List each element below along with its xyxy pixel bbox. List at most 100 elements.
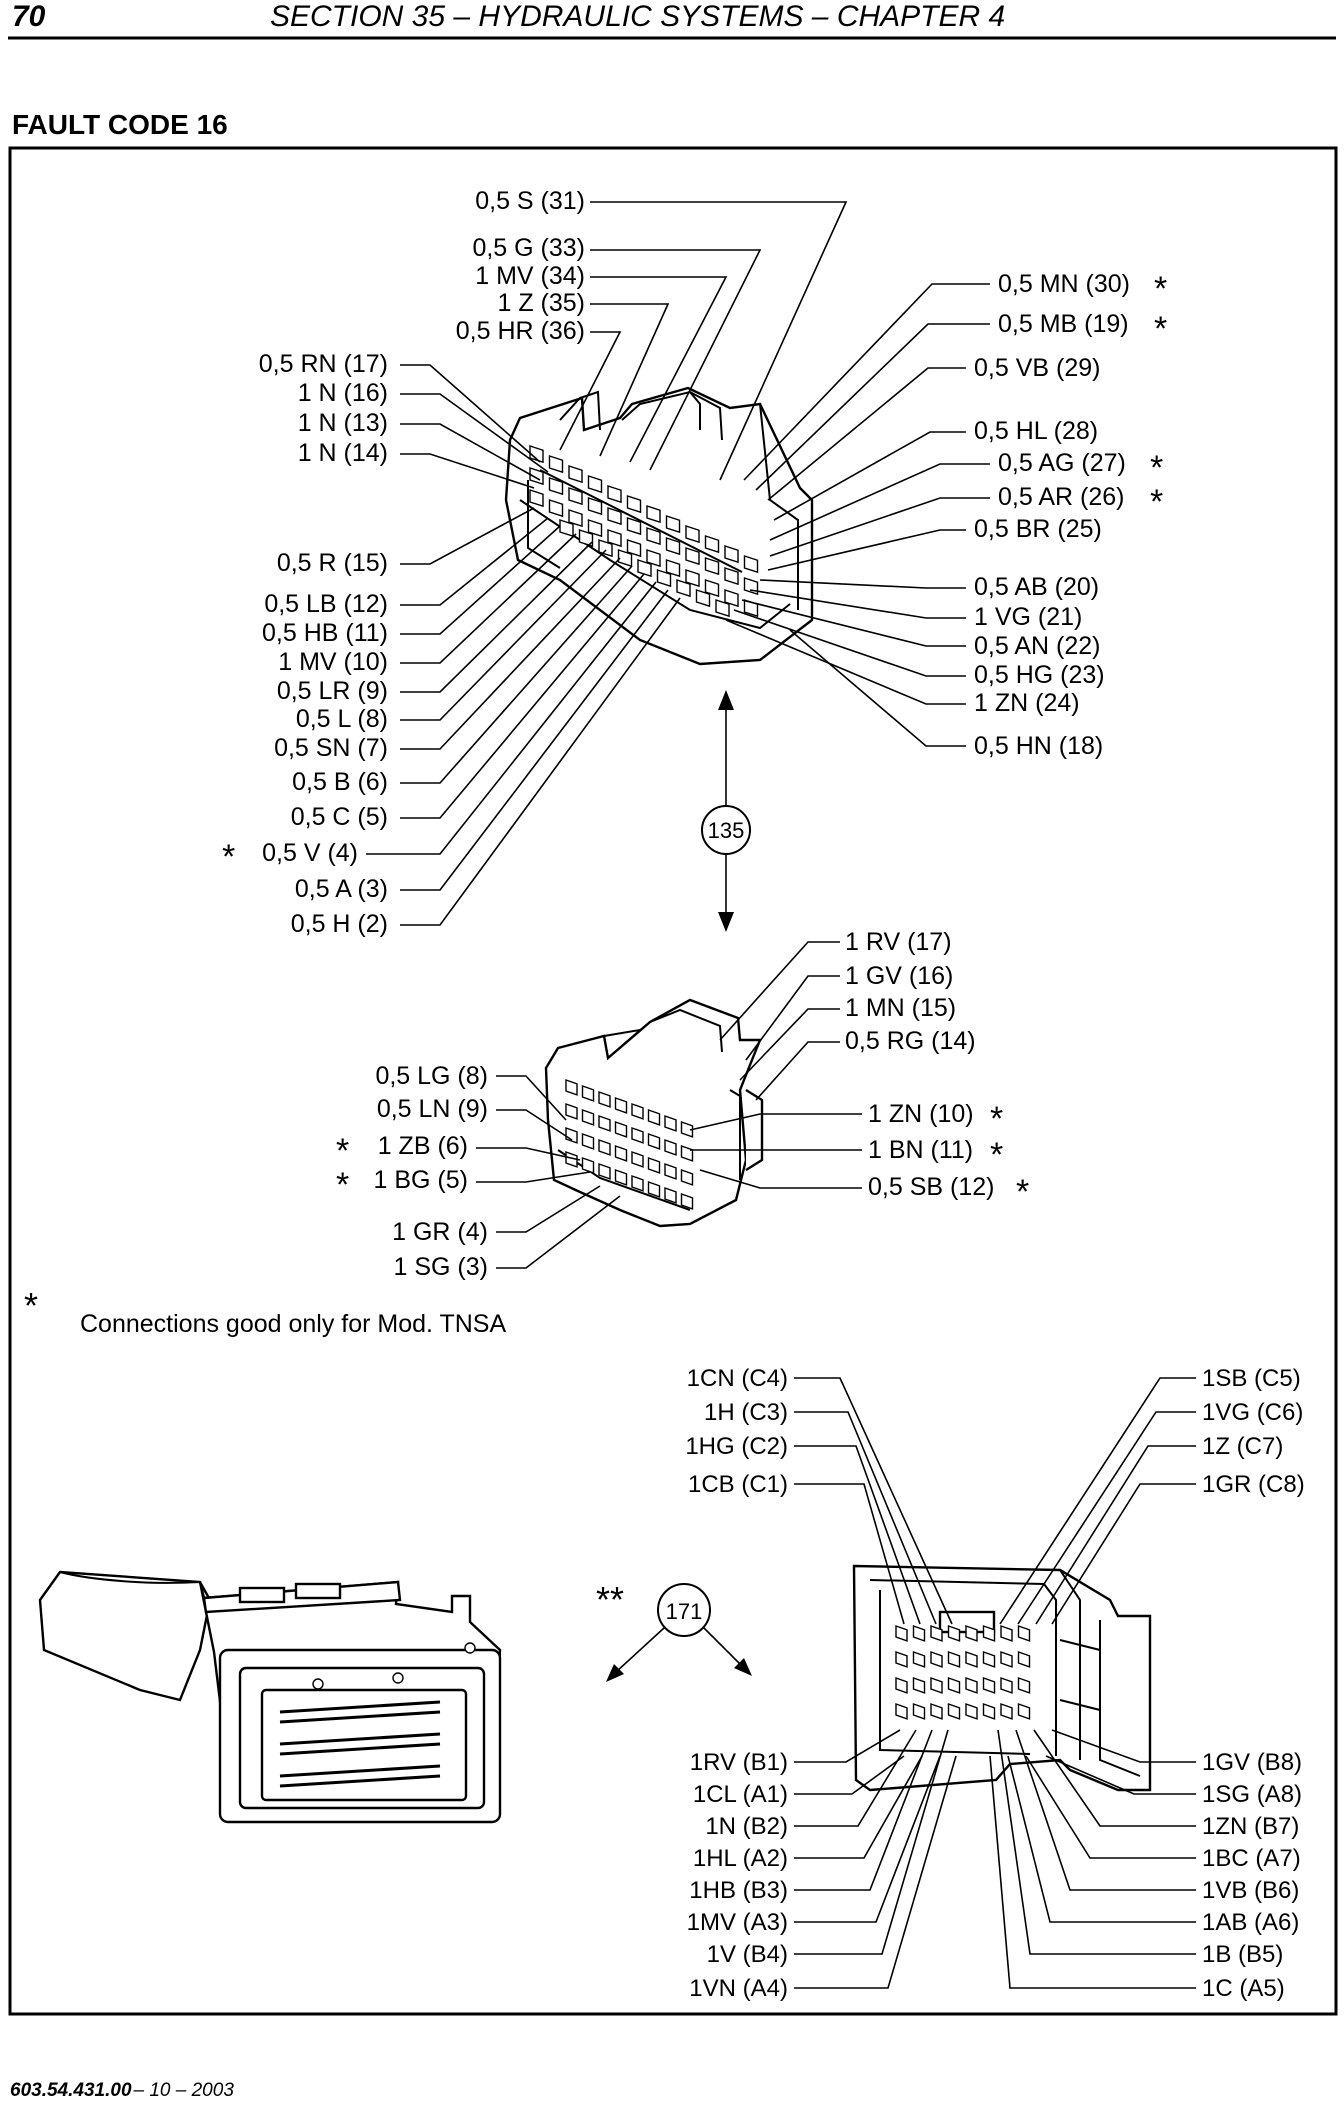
pin-cavity (912, 1703, 926, 1720)
mate-right-label: 0,5 RG (14) (845, 1027, 976, 1055)
c171-label: 1CB (C1) (688, 1471, 788, 1498)
c171-label: 1MV (A3) (687, 1909, 788, 1936)
c135-right-label: 0,5 HG (23) (974, 661, 1105, 689)
leader-line (794, 1755, 941, 1923)
pin-cavity (664, 1139, 677, 1156)
c171-label: 1SB (C5) (1202, 1365, 1301, 1392)
leader-line (1033, 1729, 1196, 1827)
page-number: 70 (12, 0, 46, 33)
pin-cavity (1017, 1703, 1031, 1720)
pin-cavity (704, 557, 720, 576)
leader-line (745, 975, 840, 1061)
pin-cavity (685, 525, 700, 544)
pin-cavity (631, 1103, 644, 1120)
pin-cavity (598, 1163, 611, 1180)
pin-cavity (930, 1677, 943, 1694)
c135-left-label: 0,5 L (8) (296, 705, 388, 733)
footer-doc-id: 603.54.431.00 (10, 2080, 132, 2101)
connector-171-leaders (794, 1377, 1196, 1989)
mating-connector-pin-grid (565, 1079, 694, 1210)
leader-line (400, 364, 541, 463)
leader-line (689, 1113, 862, 1131)
asterisk-mark: * (336, 1132, 349, 1170)
leader-line (794, 1729, 933, 1891)
mate-right-label: 1 MN (15) (845, 994, 956, 1022)
leader-line (997, 1729, 1196, 1955)
leader-line (400, 393, 549, 473)
c135-right-label: 0,5 AR (26) (998, 483, 1124, 511)
leader-line (767, 367, 966, 501)
footer-doc-number: 603.54.431.00– 10 – 2003 (10, 2080, 234, 2101)
c135-left-label: 0,5 R (15) (277, 549, 388, 577)
pin-cavity (631, 1175, 644, 1192)
connector-135-drawing (504, 386, 814, 666)
leader-line (749, 589, 966, 619)
leader-line (794, 1483, 905, 1625)
c171-label: 1AB (A6) (1202, 1909, 1299, 1936)
pin-cavity (930, 1625, 943, 1642)
mating-connector-leaders (476, 941, 862, 1269)
c135-left-label: 1 N (13) (298, 409, 388, 437)
c135-left-label: 0,5 H (2) (291, 910, 388, 938)
pin-cavity (568, 509, 583, 528)
connector-171-drawing (852, 1564, 1152, 1792)
leader-line (1051, 1729, 1196, 1763)
double-asterisk: ** (596, 1579, 624, 1620)
mate-left-label: 1 BG (5) (374, 1166, 468, 1194)
asterisk-mark: * (336, 1166, 349, 1204)
asterisk-mark: * (990, 1136, 1003, 1174)
mating-connector-labels: 1 RV (17) 1 GV (16) 1 MN (15) 0,5 RG (14… (336, 928, 1029, 1281)
c135-right-label: 0,5 AB (20) (974, 573, 1099, 601)
leader-line (699, 1169, 862, 1189)
pin-cavity (598, 539, 613, 558)
asterisk-mark: * (1150, 449, 1163, 487)
connector-135-pin-grid (529, 445, 759, 618)
leader-line (400, 541, 593, 693)
c171-label: 1C (A5) (1202, 1975, 1285, 2002)
leader-line (400, 565, 633, 784)
diagram-frame (8, 146, 1338, 2016)
leader-line (755, 323, 990, 491)
c135-right-label: 0,5 BR (25) (974, 515, 1102, 543)
pin-cavity (631, 1151, 644, 1168)
pin-cavity (724, 589, 739, 608)
leader-line (794, 1411, 937, 1625)
leader-line (794, 1755, 957, 1989)
c135-right-label: 0,5 AN (22) (974, 632, 1100, 660)
leader-line (773, 431, 966, 521)
pin-cavity (1000, 1651, 1013, 1668)
leader-line (400, 573, 645, 819)
leader-line (769, 463, 990, 541)
c135-left-label: 0,5 HB (11) (262, 619, 388, 647)
pin-cavity (598, 1115, 611, 1132)
c135-top-label: 0,5 G (33) (472, 234, 585, 262)
pin-cavity (614, 1121, 628, 1138)
leader-line (400, 597, 681, 926)
c171-label: 1Z (C7) (1202, 1433, 1283, 1460)
pin-cavity (930, 1703, 943, 1720)
mate-right-label: 1 BN (11) (868, 1136, 973, 1164)
leader-line (755, 1041, 840, 1101)
c135-left-label: 1 N (16) (298, 379, 388, 407)
pin-cavity (607, 485, 622, 504)
leader-line (1035, 1445, 1196, 1625)
pin-cavity (895, 1703, 908, 1720)
mate-right-label: 1 ZN (10) (868, 1100, 974, 1128)
leader-line (496, 1075, 567, 1121)
pin-cavity (704, 579, 720, 598)
leader-line (476, 1147, 581, 1161)
c171-label: 1HL (A2) (693, 1845, 788, 1872)
c135-left-label: 0,5 A (3) (295, 875, 388, 903)
pin-cavity (912, 1625, 926, 1642)
leader-line (725, 619, 966, 705)
c171-label: 1SG (A8) (1202, 1781, 1302, 1808)
pin-cavity (581, 1109, 595, 1126)
c171-label: 1CN (C4) (687, 1365, 788, 1392)
c171-label: 1N (B2) (705, 1813, 788, 1840)
c135-right-label: 0,5 AG (27) (998, 449, 1126, 477)
pin-cavity (646, 505, 661, 524)
connector-135-leaders (366, 201, 990, 926)
pin-cavity (598, 1139, 611, 1156)
pin-cavity (965, 1703, 978, 1720)
pin-cavity (548, 499, 564, 518)
